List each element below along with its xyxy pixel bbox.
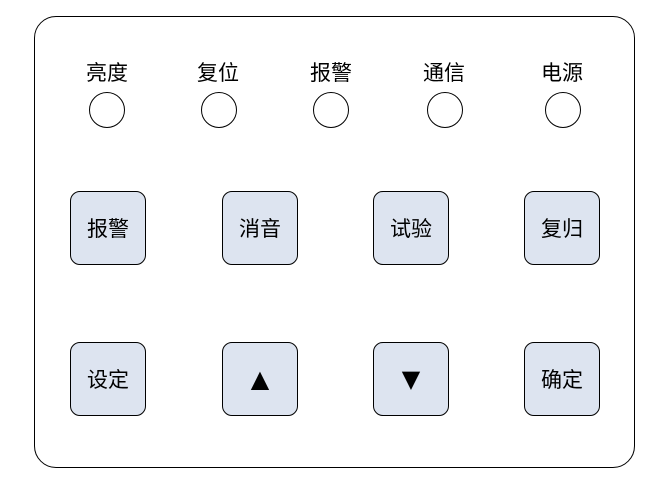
confirm-button[interactable]: 确定 — [524, 342, 600, 416]
brightness-led-icon — [89, 92, 125, 128]
indicator-label-reset: 复位 — [197, 61, 239, 85]
silence-button-label: 消音 — [239, 217, 281, 241]
alarm-led-icon — [313, 92, 349, 128]
indicator-label-brightness: 亮度 — [86, 61, 128, 85]
power-led-icon — [545, 92, 581, 128]
test-button-label: 试验 — [390, 217, 432, 241]
indicator-label-communication: 通信 — [423, 61, 465, 85]
confirm-button-label: 确定 — [541, 368, 583, 392]
set-button-label: 设定 — [87, 368, 129, 392]
indicator-label-power: 电源 — [541, 61, 583, 85]
restore-button-label: 复归 — [541, 217, 583, 241]
down-triangle-icon: ▼ — [401, 365, 421, 393]
up-triangle-icon: ▲ — [250, 365, 270, 393]
alarm-button-label: 报警 — [87, 217, 129, 241]
communication-led-icon — [427, 92, 463, 128]
test-button[interactable]: 试验 — [373, 191, 449, 265]
up-button[interactable]: ▲ — [222, 342, 298, 416]
reset-led-icon — [201, 92, 237, 128]
set-button[interactable]: 设定 — [70, 342, 146, 416]
indicator-label-alarm: 报警 — [310, 61, 352, 85]
restore-button[interactable]: 复归 — [524, 191, 600, 265]
down-button[interactable]: ▼ — [373, 342, 449, 416]
silence-button[interactable]: 消音 — [222, 191, 298, 265]
alarm-button[interactable]: 报警 — [70, 191, 146, 265]
